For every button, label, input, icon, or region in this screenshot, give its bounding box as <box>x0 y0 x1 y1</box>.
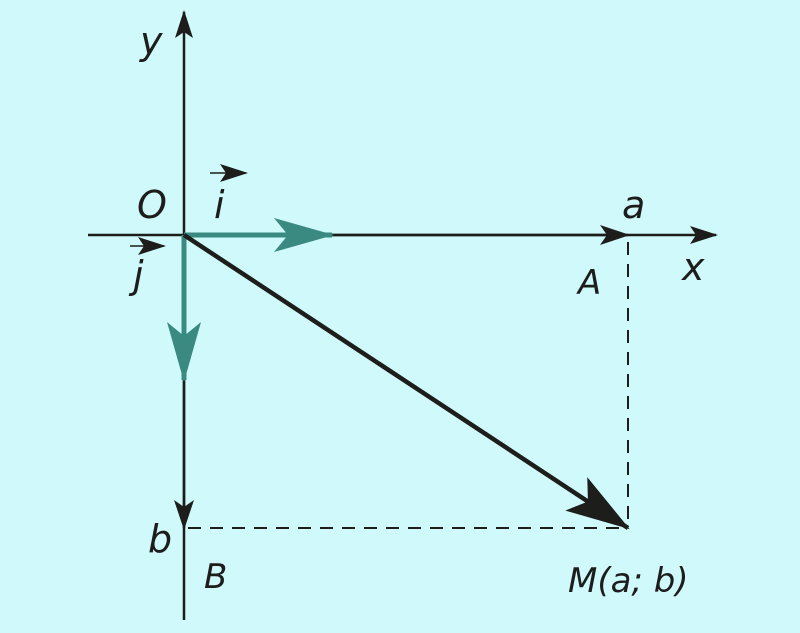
point-m-label: M(a; b) <box>568 561 689 601</box>
coord-b-label: b <box>148 517 172 561</box>
x-axis-label: x <box>681 245 705 289</box>
vector-om <box>182 233 630 530</box>
origin-label: O <box>137 183 167 227</box>
unit-i-label: i <box>214 183 225 227</box>
unit-j-label: j <box>128 253 144 297</box>
point-b-label: B <box>204 557 227 597</box>
coord-a-label: a <box>622 183 645 227</box>
point-a-label: A <box>576 263 601 303</box>
y-axis-label: y <box>139 19 163 63</box>
